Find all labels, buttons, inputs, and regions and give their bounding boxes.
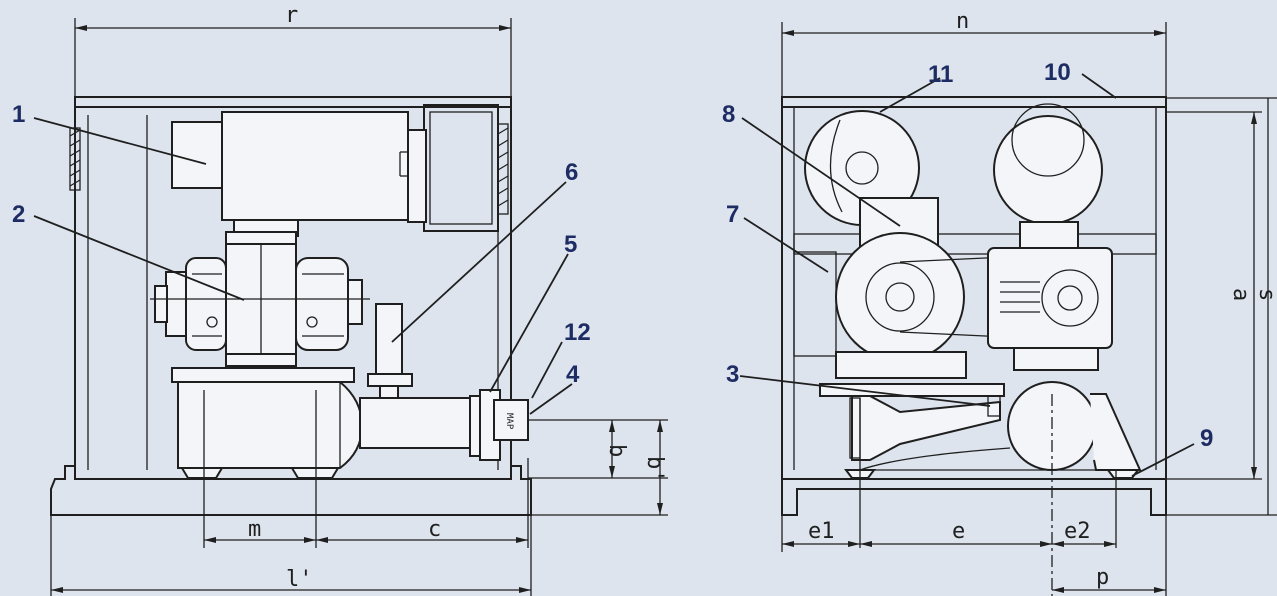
check-valve [375, 303, 403, 379]
silencer-tank [177, 381, 364, 469]
side-enclosure [781, 96, 1167, 480]
callout-1: 1 [12, 101, 25, 128]
callout-6: 6 [565, 159, 578, 186]
dim-e2-label: e2 [1064, 519, 1091, 544]
side-dimensions [781, 22, 1277, 596]
filter-housing [423, 104, 499, 232]
dim-c-label: c [428, 517, 441, 542]
dim-b-label: b [604, 444, 629, 457]
callout-7: 7 [726, 201, 739, 228]
front-base [50, 465, 532, 516]
dim-n-label: n [956, 9, 969, 34]
motor-bracket [851, 395, 1001, 461]
callouts: 1 2 3 4 5 6 7 8 9 10 11 12 [12, 59, 1213, 452]
dim-e-label: e [952, 519, 965, 544]
callout-4: 4 [566, 361, 580, 388]
dim-s-label: s [1254, 288, 1277, 301]
dim-b-prime-label: b' [642, 456, 667, 483]
motor-body [221, 111, 409, 221]
side-baseplate [819, 383, 1005, 397]
motor-side [835, 232, 965, 362]
dim-m-label: m [248, 517, 261, 542]
callout-5: 5 [564, 231, 577, 258]
motor-terminal-box [171, 121, 223, 189]
dim-p-label: p [1096, 565, 1109, 590]
callout-3: 3 [726, 361, 739, 388]
blower-side [987, 247, 1113, 349]
callout-11: 11 [928, 61, 953, 88]
callout-10: 10 [1044, 59, 1071, 86]
blower-filter [993, 115, 1103, 225]
silencer-tag: MAP [504, 413, 514, 430]
dim-e1-label: e1 [808, 519, 835, 544]
dim-l-prime-label: l' [286, 567, 313, 592]
dim-a-label: a [1228, 288, 1253, 301]
callout-8: 8 [722, 101, 735, 128]
callout-9: 9 [1200, 425, 1213, 452]
baseplate [171, 367, 355, 383]
side-view: n e1 e e2 p a s [739, 9, 1277, 596]
callout-12: 12 [564, 319, 591, 346]
front-dimensions [50, 18, 668, 596]
front-view: MAP [33, 3, 668, 596]
silencer-outlet [493, 399, 529, 441]
dim-r-label: r [285, 3, 298, 28]
callout-2: 2 [12, 201, 25, 228]
